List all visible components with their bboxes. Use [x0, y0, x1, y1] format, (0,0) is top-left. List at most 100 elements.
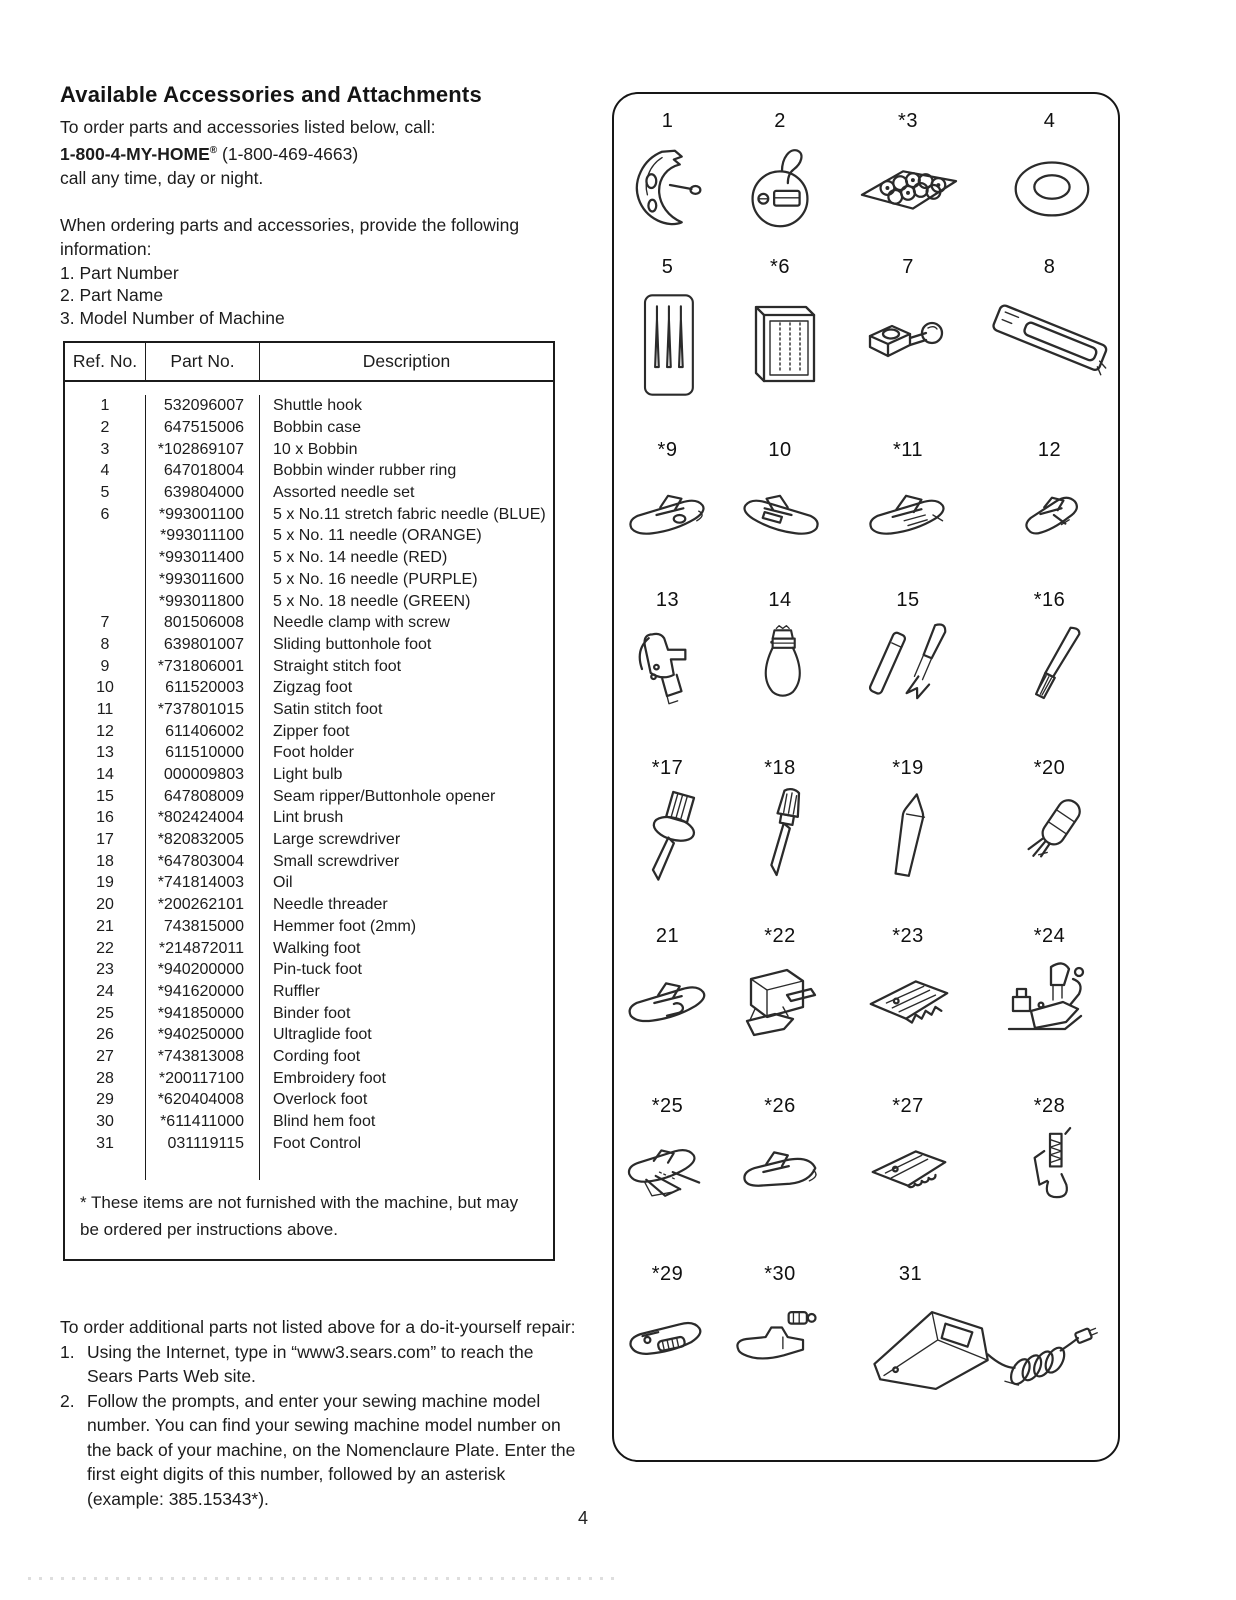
cell-description: Light bulb	[273, 766, 343, 784]
cell-part-no: 532096007	[146, 395, 260, 418]
cell-description: Seam ripper/Buttonhole opener	[273, 787, 496, 805]
cell-ref-no: 8	[65, 633, 146, 656]
figure-embroidery-foot: *28	[977, 1095, 1122, 1263]
figure-sliding-buttonhole-foot: 8	[977, 256, 1122, 439]
cell-description: 10 x Bobbin	[273, 440, 358, 458]
cell-ref-no: 29	[65, 1089, 146, 1112]
accessories-figure-panel: 1 2 *3	[612, 92, 1120, 1462]
pin-tuck-foot-illustration	[869, 980, 949, 1024]
cell-description: Ruffler	[273, 982, 320, 1000]
cell-description: Needle clamp with screw	[273, 614, 450, 632]
cell-description: Sliding buttonhole foot	[273, 635, 432, 653]
header-description: Description	[362, 351, 451, 372]
parts-table: Ref. No. Part No. Description 1 53209600…	[63, 341, 555, 1262]
print-artifact	[28, 1577, 618, 1580]
figure-bobbins-pack: *3	[839, 110, 977, 256]
ruffler-illustration	[1007, 962, 1084, 1031]
ultraglide-foot-illustration	[743, 1151, 817, 1187]
table-row: *993011800 5 x No. 18 needle (GREEN)	[65, 590, 553, 613]
cell-description: Pin-tuck foot	[273, 961, 362, 979]
figure-cording-foot: *27	[839, 1095, 977, 1263]
figure-foot-holder: 13	[614, 589, 721, 757]
table-row: 2 647515006 Bobbin case	[65, 417, 553, 439]
figure-label: *28	[1033, 1095, 1066, 1117]
cell-description: Straight stitch foot	[273, 657, 402, 675]
cording-foot-illustration	[871, 1150, 947, 1189]
figure-binder-foot: *25	[614, 1095, 721, 1263]
cell-description: Foot Control	[273, 1134, 362, 1152]
table-row: 7 801506008 Needle clamp with screw	[65, 612, 553, 634]
cell-part-no: *940250000	[146, 1024, 260, 1046]
cell-part-no: *993001100	[146, 503, 260, 526]
table-row: 26 *940250000 Ultraglide foot	[65, 1024, 553, 1046]
figure-light-bulb: 14	[721, 589, 839, 757]
order-line1: To order parts and accessories listed be…	[60, 117, 436, 137]
cell-part-no: 647018004	[146, 460, 260, 483]
table-row: 27 *743813008 Cording foot	[65, 1045, 553, 1068]
walking-foot-illustration	[745, 968, 817, 1037]
figure-label: *29	[651, 1263, 684, 1285]
cell-part-no: *102869107	[146, 438, 260, 461]
cell-description: Cording foot	[273, 1047, 361, 1065]
table-row: 1 532096007 Shuttle hook	[65, 395, 553, 418]
table-row: *993011400 5 x No. 14 needle (RED)	[65, 547, 553, 569]
table-row: 13 611510000 Foot holder	[65, 742, 553, 765]
figure-label: 4	[1043, 110, 1056, 132]
cell-description: Assorted needle set	[273, 484, 415, 502]
cell-description: Lint brush	[273, 809, 344, 827]
figure-row-3: *9 10 *11	[614, 439, 1118, 589]
cell-ref-no: 27	[65, 1045, 146, 1068]
table-row: 21 743815000 Hemmer foot (2mm)	[65, 915, 553, 938]
figure-straight-stitch-foot: *9	[614, 439, 721, 589]
cell-ref-no	[65, 525, 146, 548]
cell-ref-no	[65, 547, 146, 569]
cell-ref-no: 17	[65, 829, 146, 851]
cell-description: 5 x No. 18 needle (GREEN)	[273, 592, 471, 610]
cell-part-no: *941620000	[146, 980, 260, 1003]
cell-description: Large screwdriver	[273, 831, 401, 849]
figure-needle-case: *6	[721, 256, 839, 439]
cell-part-no: *802424004	[146, 807, 260, 830]
table-row: 14 000009803 Light bulb	[65, 764, 553, 786]
table-row: 24 *941620000 Ruffler	[65, 980, 553, 1003]
figure-large-screwdriver: *17	[614, 757, 721, 925]
cell-ref-no: 1	[65, 395, 146, 418]
figure-oil: *19	[839, 757, 977, 925]
figure-row-6: 21 *22 *23	[614, 925, 1118, 1095]
cell-ref-no: 2	[65, 417, 146, 439]
table-row: 6 *993001100 5 x No.11 stretch fabric ne…	[65, 503, 553, 526]
overlock-foot-illustration	[628, 1321, 701, 1355]
hemmer-foot-illustration	[628, 982, 705, 1023]
figure-label: 21	[655, 925, 680, 947]
blind-hem-foot-illustration	[736, 1311, 817, 1360]
figure-label: 5	[661, 256, 674, 278]
cell-ref-no: 20	[65, 894, 146, 916]
cell-description: Shuttle hook	[273, 397, 362, 415]
table-row: 10 611520003 Zigzag foot	[65, 677, 553, 699]
figure-label: 13	[655, 589, 680, 611]
cell-description: 5 x No. 16 needle (PURPLE)	[273, 570, 478, 588]
figure-small-screwdriver: *18	[721, 757, 839, 925]
oil-illustration	[894, 793, 926, 877]
cell-part-no: *731806001	[146, 655, 260, 678]
bobbins-pack-illustration	[860, 170, 958, 210]
cell-part-no: 031119115	[146, 1132, 260, 1155]
figure-ruffler: *24	[977, 925, 1122, 1095]
light-bulb-illustration	[764, 625, 801, 697]
figure-needle-clamp: 7	[839, 256, 977, 439]
cell-part-no: *993011100	[146, 525, 260, 548]
figure-satin-stitch-foot: *11	[839, 439, 977, 589]
figure-label: *26	[764, 1095, 796, 1117]
repair-intro: To order additional parts not listed abo…	[60, 1317, 576, 1338]
small-screwdriver-illustration	[770, 787, 801, 877]
cell-description: 5 x No. 14 needle (RED)	[273, 549, 448, 567]
figure-label: *11	[892, 439, 924, 461]
figure-label: *18	[764, 757, 796, 779]
figure-bobbin-case: 2	[721, 110, 839, 256]
table-row: 4 647018004 Bobbin winder rubber ring	[65, 460, 553, 483]
cell-part-no: 647808009	[146, 785, 260, 808]
cell-part-no: 611520003	[146, 677, 260, 699]
cell-part-no: *820832005	[146, 829, 260, 851]
cell-ref-no: 7	[65, 612, 146, 634]
cell-part-no: *737801015	[146, 698, 260, 721]
